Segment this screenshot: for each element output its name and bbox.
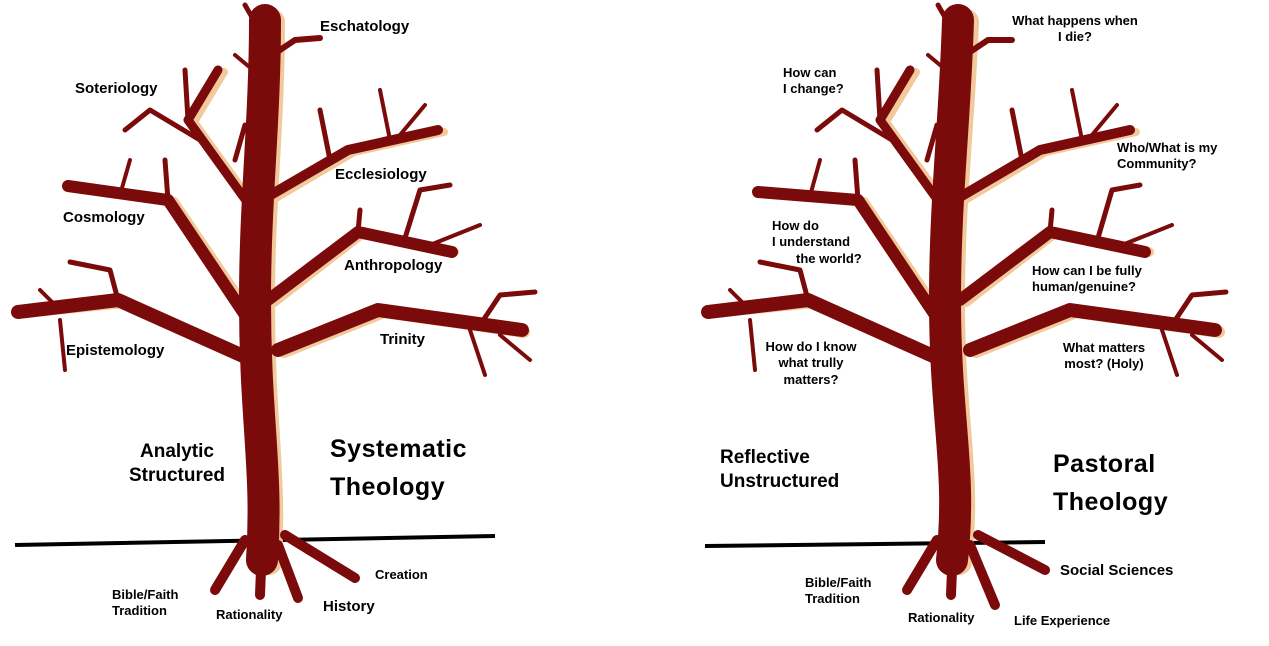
- left-style-line1: Analytic: [140, 441, 214, 462]
- root-bible-line2: Tradition: [112, 603, 167, 619]
- left-title-line2: Theology: [330, 473, 446, 501]
- right-style-label: Reflective Unstructured: [720, 446, 839, 494]
- human-line2: human/genuine?: [1032, 279, 1136, 295]
- know-line2: what trully: [778, 355, 844, 371]
- world-line2: I understand: [772, 234, 851, 250]
- change-line1: How can: [783, 65, 837, 80]
- left-title-line1: Systematic: [330, 435, 468, 463]
- branch-label-eschatology: Eschatology: [320, 18, 410, 35]
- branch-label-ecclesiology: Ecclesiology: [335, 166, 427, 183]
- die-line1: What happens when: [1012, 13, 1138, 28]
- branch-label-anthropology: Anthropology: [344, 257, 443, 274]
- branch-label-trinity: Trinity: [380, 331, 426, 348]
- know-line3: matters?: [783, 371, 839, 387]
- community-line2: Community?: [1117, 156, 1197, 172]
- branch-label-what-trully-matters: How do I know what trully matters?: [752, 339, 870, 388]
- right-title-line2: Theology: [1053, 488, 1169, 516]
- left-trunk: [239, 4, 281, 576]
- branch-label-what-happens-when-i-die: What happens when I die?: [1000, 13, 1150, 46]
- right-title-line1: Pastoral: [1053, 450, 1156, 478]
- right-root-label-rationality: Rationality: [908, 610, 975, 625]
- right-style-line2: Unstructured: [720, 470, 840, 492]
- branch-label-epistemology: Epistemology: [66, 342, 165, 359]
- right-title: Pastoral Theology: [1053, 445, 1168, 521]
- world-line3: the world?: [796, 250, 862, 266]
- branch-label-cosmology: Cosmology: [63, 209, 145, 226]
- matters-line2: most? (Holy): [1064, 356, 1144, 372]
- left-title: Systematic Theology: [330, 430, 467, 506]
- root-label-bible-tradition: Bible/Faith Tradition: [112, 587, 178, 620]
- root-label-rationality: Rationality: [216, 607, 283, 622]
- left-tree: [11, 2, 538, 603]
- branch-label-how-can-i-change: How can I change?: [783, 65, 844, 98]
- branch-label-fully-human: How can I be fully human/genuine?: [1032, 263, 1142, 296]
- human-line1: How can I be fully: [1032, 263, 1142, 278]
- left-style-label: Analytic Structured: [115, 440, 239, 488]
- root-bible-line1: Bible/Faith: [112, 587, 179, 602]
- right-root-label-social-sciences: Social Sciences: [1060, 562, 1174, 579]
- right-root-bible-line1: Bible/Faith: [805, 575, 872, 590]
- know-line1: How do I know: [765, 339, 857, 354]
- branch-label-soteriology: Soteriology: [75, 80, 158, 97]
- branch-label-community: Who/What is my Community?: [1117, 140, 1217, 173]
- root-label-creation: Creation: [375, 567, 428, 582]
- right-root-label-life-experience: Life Experience: [1014, 613, 1111, 628]
- right-trunk: [929, 4, 974, 576]
- change-line2: I change?: [783, 81, 844, 97]
- branch-label-understand-world: How do I understand the world?: [772, 218, 862, 267]
- right-style-line1: Reflective: [720, 447, 810, 468]
- left-style-line2: Structured: [128, 464, 226, 486]
- community-line1: Who/What is my: [1117, 140, 1218, 155]
- right-root-bible-line2: Tradition: [805, 591, 860, 607]
- die-line2: I die?: [1058, 29, 1092, 45]
- root-label-history: History: [323, 598, 375, 615]
- matters-line1: What matters: [1062, 340, 1146, 355]
- right-root-label-bible-tradition: Bible/Faith Tradition: [805, 575, 871, 608]
- right-tree: [701, 2, 1229, 610]
- world-line1: How do: [772, 218, 819, 233]
- branch-label-what-matters-most: What matters most? (Holy): [1052, 340, 1156, 373]
